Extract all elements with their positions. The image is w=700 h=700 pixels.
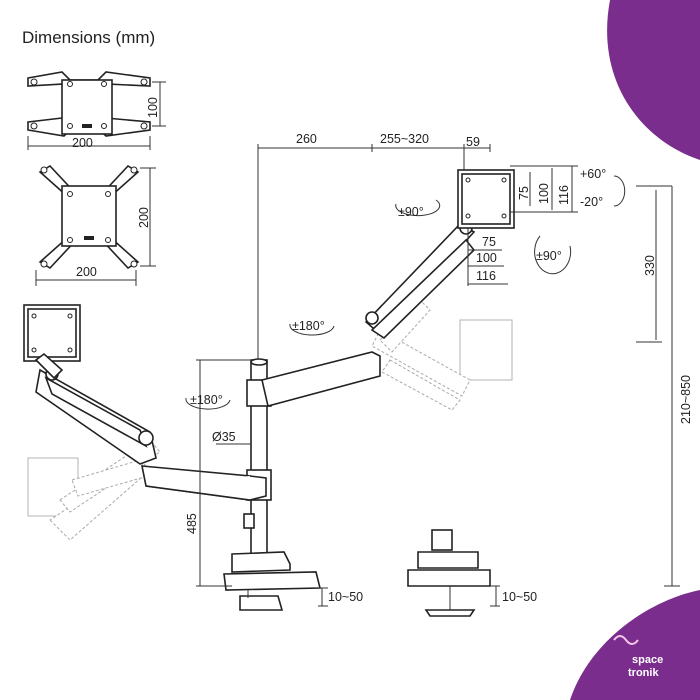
dim-clamp-left: 10~50: [328, 590, 363, 604]
vesa-bottom-height: 200: [137, 207, 151, 228]
dim-plate-depth: 59: [466, 135, 480, 149]
dim-pole-diameter: Ø35: [212, 430, 236, 444]
vesa-top-width: 200: [72, 136, 93, 150]
dim-rotation-arm: ±180°: [292, 319, 325, 333]
brand-line2: tronik: [628, 667, 659, 679]
monitor-mount: [23, 169, 515, 617]
dim-clamp-right: 10~50: [502, 590, 537, 604]
rotation-indicators: [185, 175, 626, 410]
dim-tilt-down: -20°: [580, 195, 603, 209]
dim-vesa-v75: 75: [517, 186, 531, 200]
dim-height-range: 210~850: [679, 375, 693, 424]
brand-logo: space tronik: [613, 635, 663, 679]
dim-vesa-h116: 116: [476, 269, 496, 283]
dim-vesa-v100: 100: [537, 183, 551, 204]
ghost-left-monitor: [27, 439, 161, 541]
dim-rotation-screen: ±90°: [536, 249, 562, 263]
diagram-title: Dimensions (mm): [22, 28, 156, 47]
dim-height-330: 330: [643, 255, 657, 276]
vesa-plate-200: [35, 164, 156, 286]
dim-tilt-up: +60°: [580, 167, 606, 181]
dim-vesa-h100: 100: [476, 251, 497, 265]
dim-rotation-pole: ±180°: [190, 393, 223, 407]
dim-arm-left: 260: [296, 132, 317, 146]
vesa-top-height: 100: [146, 97, 160, 118]
brand-line1: space: [632, 654, 663, 666]
dim-height-485: 485: [185, 513, 199, 534]
dimension-lines: [196, 144, 680, 607]
decor-blob-bottom-right: [570, 590, 700, 700]
dim-rotation-plate: ±90°: [398, 205, 424, 219]
vesa-plate-100: [27, 71, 166, 150]
decor-blob-top-right: [607, 0, 700, 160]
ghost-right-monitor: [371, 299, 513, 411]
dim-vesa-h75: 75: [482, 235, 496, 249]
dim-vesa-v116: 116: [557, 185, 571, 205]
vesa-bottom-width: 200: [76, 265, 97, 279]
dim-arm-right: 255~320: [380, 132, 429, 146]
